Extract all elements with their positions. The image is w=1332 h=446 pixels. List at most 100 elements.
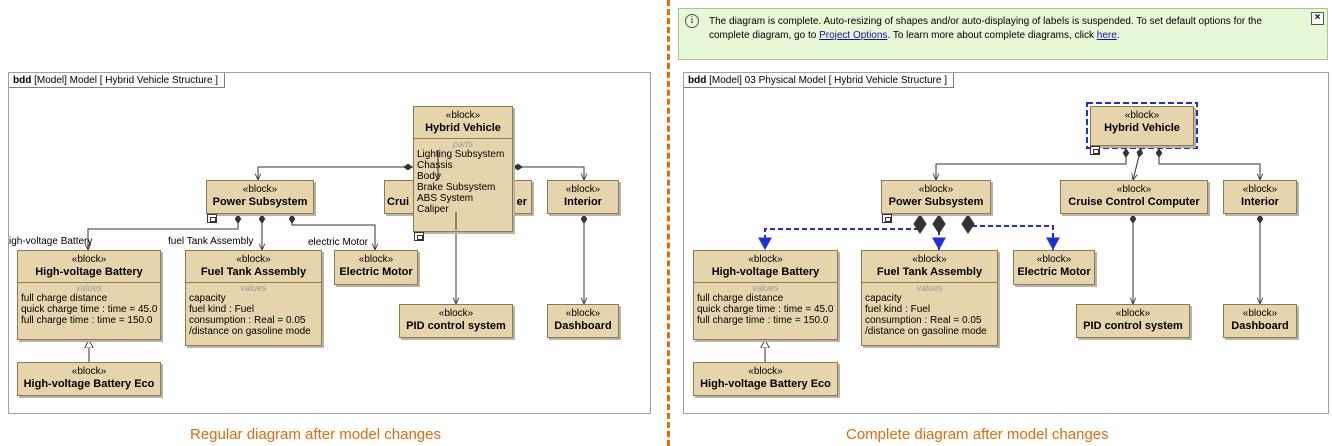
right-frame-title: [Model] 03 Physical Model [ Hybrid Vehic… — [709, 75, 947, 86]
value-row: quick charge time : time = 45.0 — [21, 304, 158, 315]
block-fuel-tank-assembly-left[interactable]: «block» Fuel Tank Assembly values capaci… — [185, 250, 322, 346]
block-name: Interior — [1241, 196, 1279, 208]
block-name: High-voltage Battery — [711, 266, 820, 278]
role-label: electric Motor — [308, 237, 369, 248]
here-link[interactable]: here — [1096, 30, 1117, 41]
close-icon[interactable]: × — [1311, 12, 1324, 25]
stereotype-label: «block» — [71, 254, 107, 265]
left-caption: Regular diagram after model changes — [190, 426, 441, 443]
value-row: /distance on gasoline mode — [865, 326, 987, 337]
block-electric-motor-right[interactable]: «block» Electric Motor — [1013, 250, 1095, 285]
value-row: full charge time : time = 150.0 — [21, 315, 153, 326]
block-name-fragment: er — [516, 196, 527, 208]
banner-text: The diagram is complete. Auto-resizing o… — [709, 15, 1301, 43]
block-dashboard-right[interactable]: «block» Dashboard — [1223, 304, 1297, 338]
value-row: capacity — [865, 293, 902, 304]
left-frame-title: [Model] Model [ Hybrid Vehicle Structure… — [34, 75, 219, 86]
diagram-link-icon[interactable] — [414, 232, 424, 241]
part-row: Body — [417, 171, 440, 182]
block-name: Fuel Tank Assembly — [200, 266, 307, 278]
right-frame-tab: bdd [Model] 03 Physical Model [ Hybrid V… — [684, 73, 954, 88]
block-hybrid-vehicle-left[interactable]: «block» Hybrid Vehicle parts Lighting Su… — [413, 106, 513, 232]
part-row: ABS System — [417, 193, 474, 204]
compartment-label: values — [75, 283, 102, 293]
block-name-fragment: Crui — [387, 196, 409, 208]
block-name: Interior — [564, 196, 602, 208]
block-pid-control-left[interactable]: «block» PID control system — [399, 304, 513, 338]
banner-text-part: The diagram is complete. Auto-resizing o… — [709, 16, 1262, 41]
block-name: High-voltage Battery Eco — [23, 378, 155, 390]
compartment-label: values — [752, 283, 779, 293]
block-power-subsystem-right[interactable]: «block» Power Subsystem — [881, 180, 991, 214]
block-high-voltage-battery-left[interactable]: «block» High-voltage Battery values full… — [17, 250, 161, 340]
part-row: Caliper — [417, 204, 449, 215]
stereotype-label: «block» — [71, 366, 107, 377]
right-frame-kind: bdd — [688, 75, 707, 86]
values-compartment: values full charge distance quick charge… — [18, 282, 160, 326]
diagram-link-icon[interactable] — [882, 214, 892, 223]
compartment-label: values — [916, 283, 943, 293]
role-label: igh-voltage Battery — [9, 236, 93, 247]
value-row: full charge time : time = 150.0 — [697, 315, 829, 326]
parts-compartment: parts Lighting Subsystem Chassis Body Br… — [414, 138, 512, 215]
block-name: Electric Motor — [339, 266, 413, 278]
banner-text-part: . — [1116, 30, 1120, 41]
part-row: Brake Subsystem — [417, 182, 496, 193]
block-pid-control-right[interactable]: «block» PID control system — [1076, 304, 1190, 338]
stereotype-label: «block» — [445, 110, 481, 121]
stereotype-label: «block» — [236, 254, 271, 265]
block-name: High-voltage Battery — [35, 266, 143, 278]
block-electric-motor-left[interactable]: «block» Electric Motor — [334, 250, 418, 285]
left-frame-kind: bdd — [13, 75, 32, 86]
block-interior-right[interactable]: «block» Interior — [1223, 180, 1297, 214]
left-frame-tab: bdd [Model] Model [ Hybrid Vehicle Struc… — [9, 73, 226, 88]
block-name: PID control system — [406, 320, 506, 332]
stereotype-label: «block» — [565, 184, 601, 195]
block-dashboard-left[interactable]: «block» Dashboard — [547, 304, 619, 338]
block-name: Cruise Control Computer — [1068, 196, 1200, 208]
panel-divider — [667, 0, 670, 446]
compartment-label: parts — [452, 139, 473, 149]
value-row: fuel kind : Fuel — [189, 304, 255, 315]
info-icon: i — [685, 14, 699, 28]
value-row: full charge distance — [697, 293, 784, 304]
block-cruise-control-right[interactable]: «block» Cruise Control Computer — [1060, 180, 1208, 214]
part-row: Chassis — [417, 160, 453, 171]
values-compartment: values capacity fuel kind : Fuel consump… — [862, 282, 997, 337]
stereotype-label: «block» — [1242, 308, 1278, 319]
value-row: fuel kind : Fuel — [865, 304, 931, 315]
value-row: full charge distance — [21, 293, 108, 304]
block-high-voltage-battery-right[interactable]: «block» High-voltage Battery values full… — [693, 250, 838, 340]
complete-diagram-banner: i The diagram is complete. Auto-resizing… — [678, 8, 1328, 60]
stereotype-label: «block» — [358, 254, 394, 265]
diagram-link-icon[interactable] — [207, 214, 217, 223]
value-row: consumption : Real = 0.05 — [865, 315, 982, 326]
right-caption: Complete diagram after model changes — [846, 426, 1109, 443]
block-name: Electric Motor — [1017, 266, 1091, 278]
stereotype-label: «block» — [1115, 308, 1151, 319]
values-compartment: values capacity fuel kind : Fuel consump… — [186, 282, 321, 337]
block-fuel-tank-assembly-right[interactable]: «block» Fuel Tank Assembly values capaci… — [861, 250, 998, 346]
block-power-subsystem-left[interactable]: «block» Power Subsystem — [206, 180, 314, 214]
block-hvb-eco-right[interactable]: «block» High-voltage Battery Eco — [693, 362, 838, 396]
value-row: quick charge time : time = 45.0 — [697, 304, 834, 315]
stereotype-label: «block» — [1124, 110, 1160, 121]
block-name: Power Subsystem — [212, 196, 308, 208]
diagram-link-icon[interactable] — [1090, 146, 1100, 155]
stereotype-label: «block» — [1036, 254, 1072, 265]
block-name: Dashboard — [554, 320, 612, 332]
banner-text-part: . To learn more about complete diagrams,… — [887, 30, 1097, 41]
block-name: Hybrid Vehicle — [425, 122, 501, 134]
block-hvb-eco-left[interactable]: «block» High-voltage Battery Eco — [17, 362, 161, 396]
block-interior-left[interactable]: «block» Interior — [547, 180, 619, 214]
block-name: High-voltage Battery Eco — [700, 378, 831, 390]
stereotype-label: «block» — [748, 254, 783, 265]
block-name: Power Subsystem — [888, 196, 984, 208]
values-compartment: values full charge distance quick charge… — [694, 282, 837, 326]
stereotype-label: «block» — [918, 184, 954, 195]
role-label: fuel Tank Assembly — [168, 236, 254, 247]
block-hybrid-vehicle-right[interactable]: «block» Hybrid Vehicle — [1090, 106, 1194, 146]
stereotype-label: «block» — [748, 366, 783, 377]
project-options-link[interactable]: Project Options — [819, 30, 888, 41]
stereotype-label: «block» — [242, 184, 278, 195]
